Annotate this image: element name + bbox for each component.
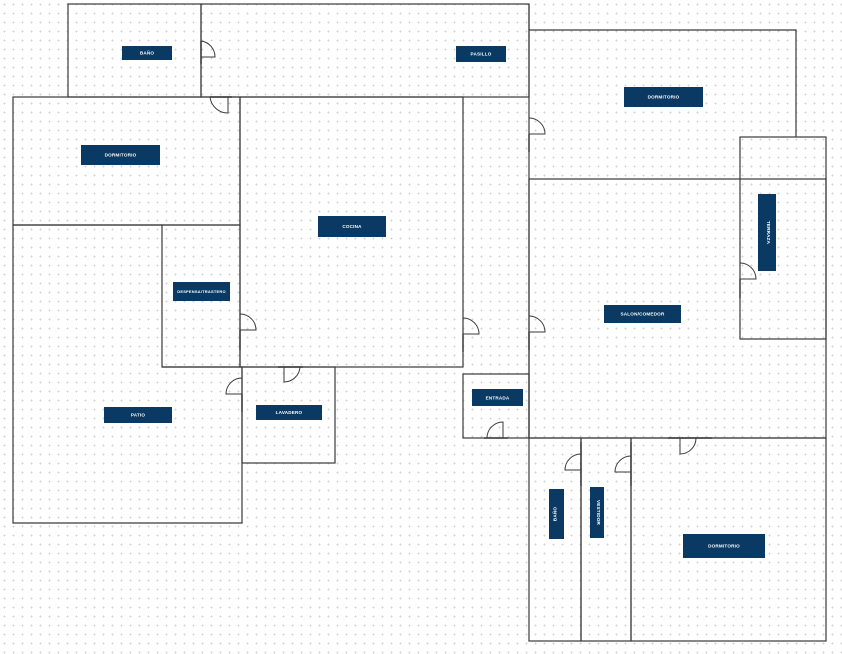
svg-text:DESPENSA/TRASTERO: DESPENSA/TRASTERO (177, 289, 226, 294)
labels: BAÑO PASILLO DORMITORIO DORMITORIO COCIN… (81, 46, 776, 558)
room-label-vestidor: VESTIDOR (590, 487, 604, 538)
wall-dormitorio-top-right (529, 29, 797, 137)
wall-bano-bottom (528, 437, 582, 642)
svg-text:BAÑO: BAÑO (140, 50, 155, 56)
door-icon (739, 262, 757, 298)
room-label-terraza: TERRAZA (758, 194, 776, 271)
door-icon (528, 117, 546, 152)
room-label-dormitorio-top-right: DORMITORIO (624, 87, 703, 107)
walls (12, 3, 827, 642)
svg-text:DORMITORIO: DORMITORIO (648, 95, 680, 100)
room-label-despensa: DESPENSA/TRASTERO (173, 282, 230, 301)
door-icon (239, 313, 257, 350)
room-label-bano-bottom: BAÑO (549, 489, 564, 539)
door-icon (278, 366, 303, 383)
svg-text:DORMITORIO: DORMITORIO (708, 544, 740, 549)
door-icon (225, 377, 243, 412)
svg-text:PATIO: PATIO (131, 413, 146, 418)
room-label-salon: SALON/COMEDOR (604, 305, 681, 323)
svg-text:DORMITORIO: DORMITORIO (105, 153, 137, 158)
room-label-bano-top: BAÑO (122, 46, 172, 60)
door-icon (564, 442, 582, 486)
room-label-lavadero: LAVADERO (256, 405, 322, 420)
door-icon (528, 315, 546, 350)
svg-text:COCINA: COCINA (342, 224, 362, 229)
doors (200, 40, 757, 486)
room-label-entrada: ENTRADA (472, 389, 523, 406)
svg-text:PASILLO: PASILLO (471, 52, 492, 57)
room-label-patio: PATIO (104, 407, 172, 423)
door-icon (209, 96, 232, 114)
room-label-dormitorio-bottom: DORMITORIO (683, 534, 765, 558)
svg-text:LAVADERO: LAVADERO (276, 410, 303, 415)
door-icon (484, 421, 508, 439)
svg-text:VESTIDOR: VESTIDOR (596, 500, 601, 526)
wall-dormitorio-bottom (630, 437, 827, 642)
wall-patio (12, 225, 243, 524)
svg-text:ENTRADA: ENTRADA (486, 396, 510, 401)
door-icon (200, 40, 216, 64)
room-label-cocina: COCINA (318, 216, 386, 237)
door-icon (462, 317, 480, 352)
door-icon (668, 437, 712, 455)
wall-vestidor (580, 437, 632, 642)
wall-terraza (739, 136, 827, 340)
svg-text:SALON/COMEDOR: SALON/COMEDOR (621, 312, 665, 317)
svg-text:BAÑO: BAÑO (552, 507, 558, 522)
door-icon (614, 442, 632, 486)
room-label-pasillo: PASILLO (456, 46, 506, 62)
svg-text:TERRAZA: TERRAZA (766, 221, 771, 245)
room-label-dormitorio-left: DORMITORIO (81, 145, 160, 165)
